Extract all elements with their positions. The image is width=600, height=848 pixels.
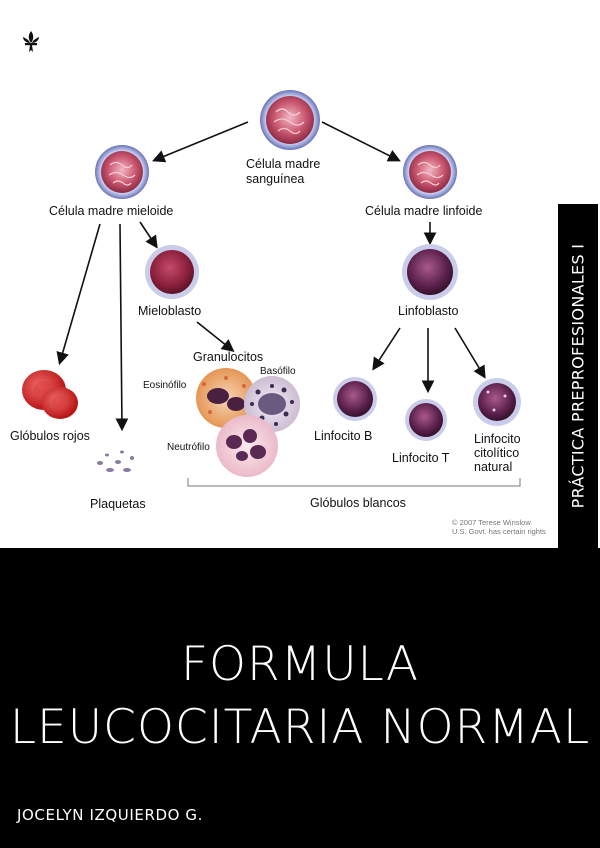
eosinophil-icon: [196, 368, 256, 428]
nk-cell-icon: [473, 378, 521, 426]
basophil-label: Basófilo: [260, 366, 296, 377]
platelets-icon: [97, 450, 134, 472]
wbc-label: Glóbulos blancos: [310, 496, 406, 510]
granulocytes-label: Granulocitos: [193, 350, 264, 364]
title-line-1: FORMULA: [180, 637, 420, 692]
t-cell-label: Linfocito T: [392, 451, 450, 465]
illustration-area: Célula madre sanguínea Célula madre miel…: [10, 31, 546, 536]
rbc-label: Glóbulos rojos: [10, 429, 90, 443]
myeloid-stem-cell-icon: [95, 145, 149, 199]
title-panel: [0, 548, 600, 848]
t-lymphocyte-icon: [405, 399, 447, 441]
myeloid-label: Célula madre mieloide: [49, 204, 174, 218]
myeloblast-label: Mieloblasto: [138, 304, 202, 318]
b-lymphocyte-icon: [333, 377, 377, 421]
lymphoblast-label: Linfoblasto: [398, 304, 459, 318]
stem-cell-icon: [260, 90, 320, 150]
neutrophil-label: Neutrófilo: [167, 442, 210, 453]
neutrophil-icon: [216, 415, 278, 477]
sidebar-title: PRÁCTICA PREPROFESIONALES I: [568, 243, 588, 509]
red-blood-cells-icon: [22, 370, 78, 419]
vertical-sidebar: [558, 204, 598, 548]
fleur-de-lis-icon: [23, 31, 39, 52]
lymphoid-stem-cell-icon: [403, 145, 457, 199]
b-cell-label: Linfocito B: [314, 429, 373, 443]
nk-cell-label: Linfocito citolítico natural: [474, 432, 521, 474]
author-name: JOCELYN IZQUIERDO G.: [17, 806, 204, 824]
myeloblast-icon: [145, 245, 199, 299]
hematopoiesis-diagram: [22, 90, 521, 487]
eosinophil-label: Eosinófilo: [143, 380, 187, 391]
platelets-label: Plaquetas: [90, 497, 146, 511]
lymphoid-label: Célula madre linfoide: [365, 204, 483, 218]
lymphoblast-icon: [402, 244, 458, 300]
title-line-2: LEUCOCITARIA NORMAL: [9, 700, 591, 755]
stem-cell-label: Célula madre sanguínea: [246, 157, 321, 186]
copyright-label: © 2007 Terese Winslow U.S. Govt. has cer…: [452, 518, 546, 536]
